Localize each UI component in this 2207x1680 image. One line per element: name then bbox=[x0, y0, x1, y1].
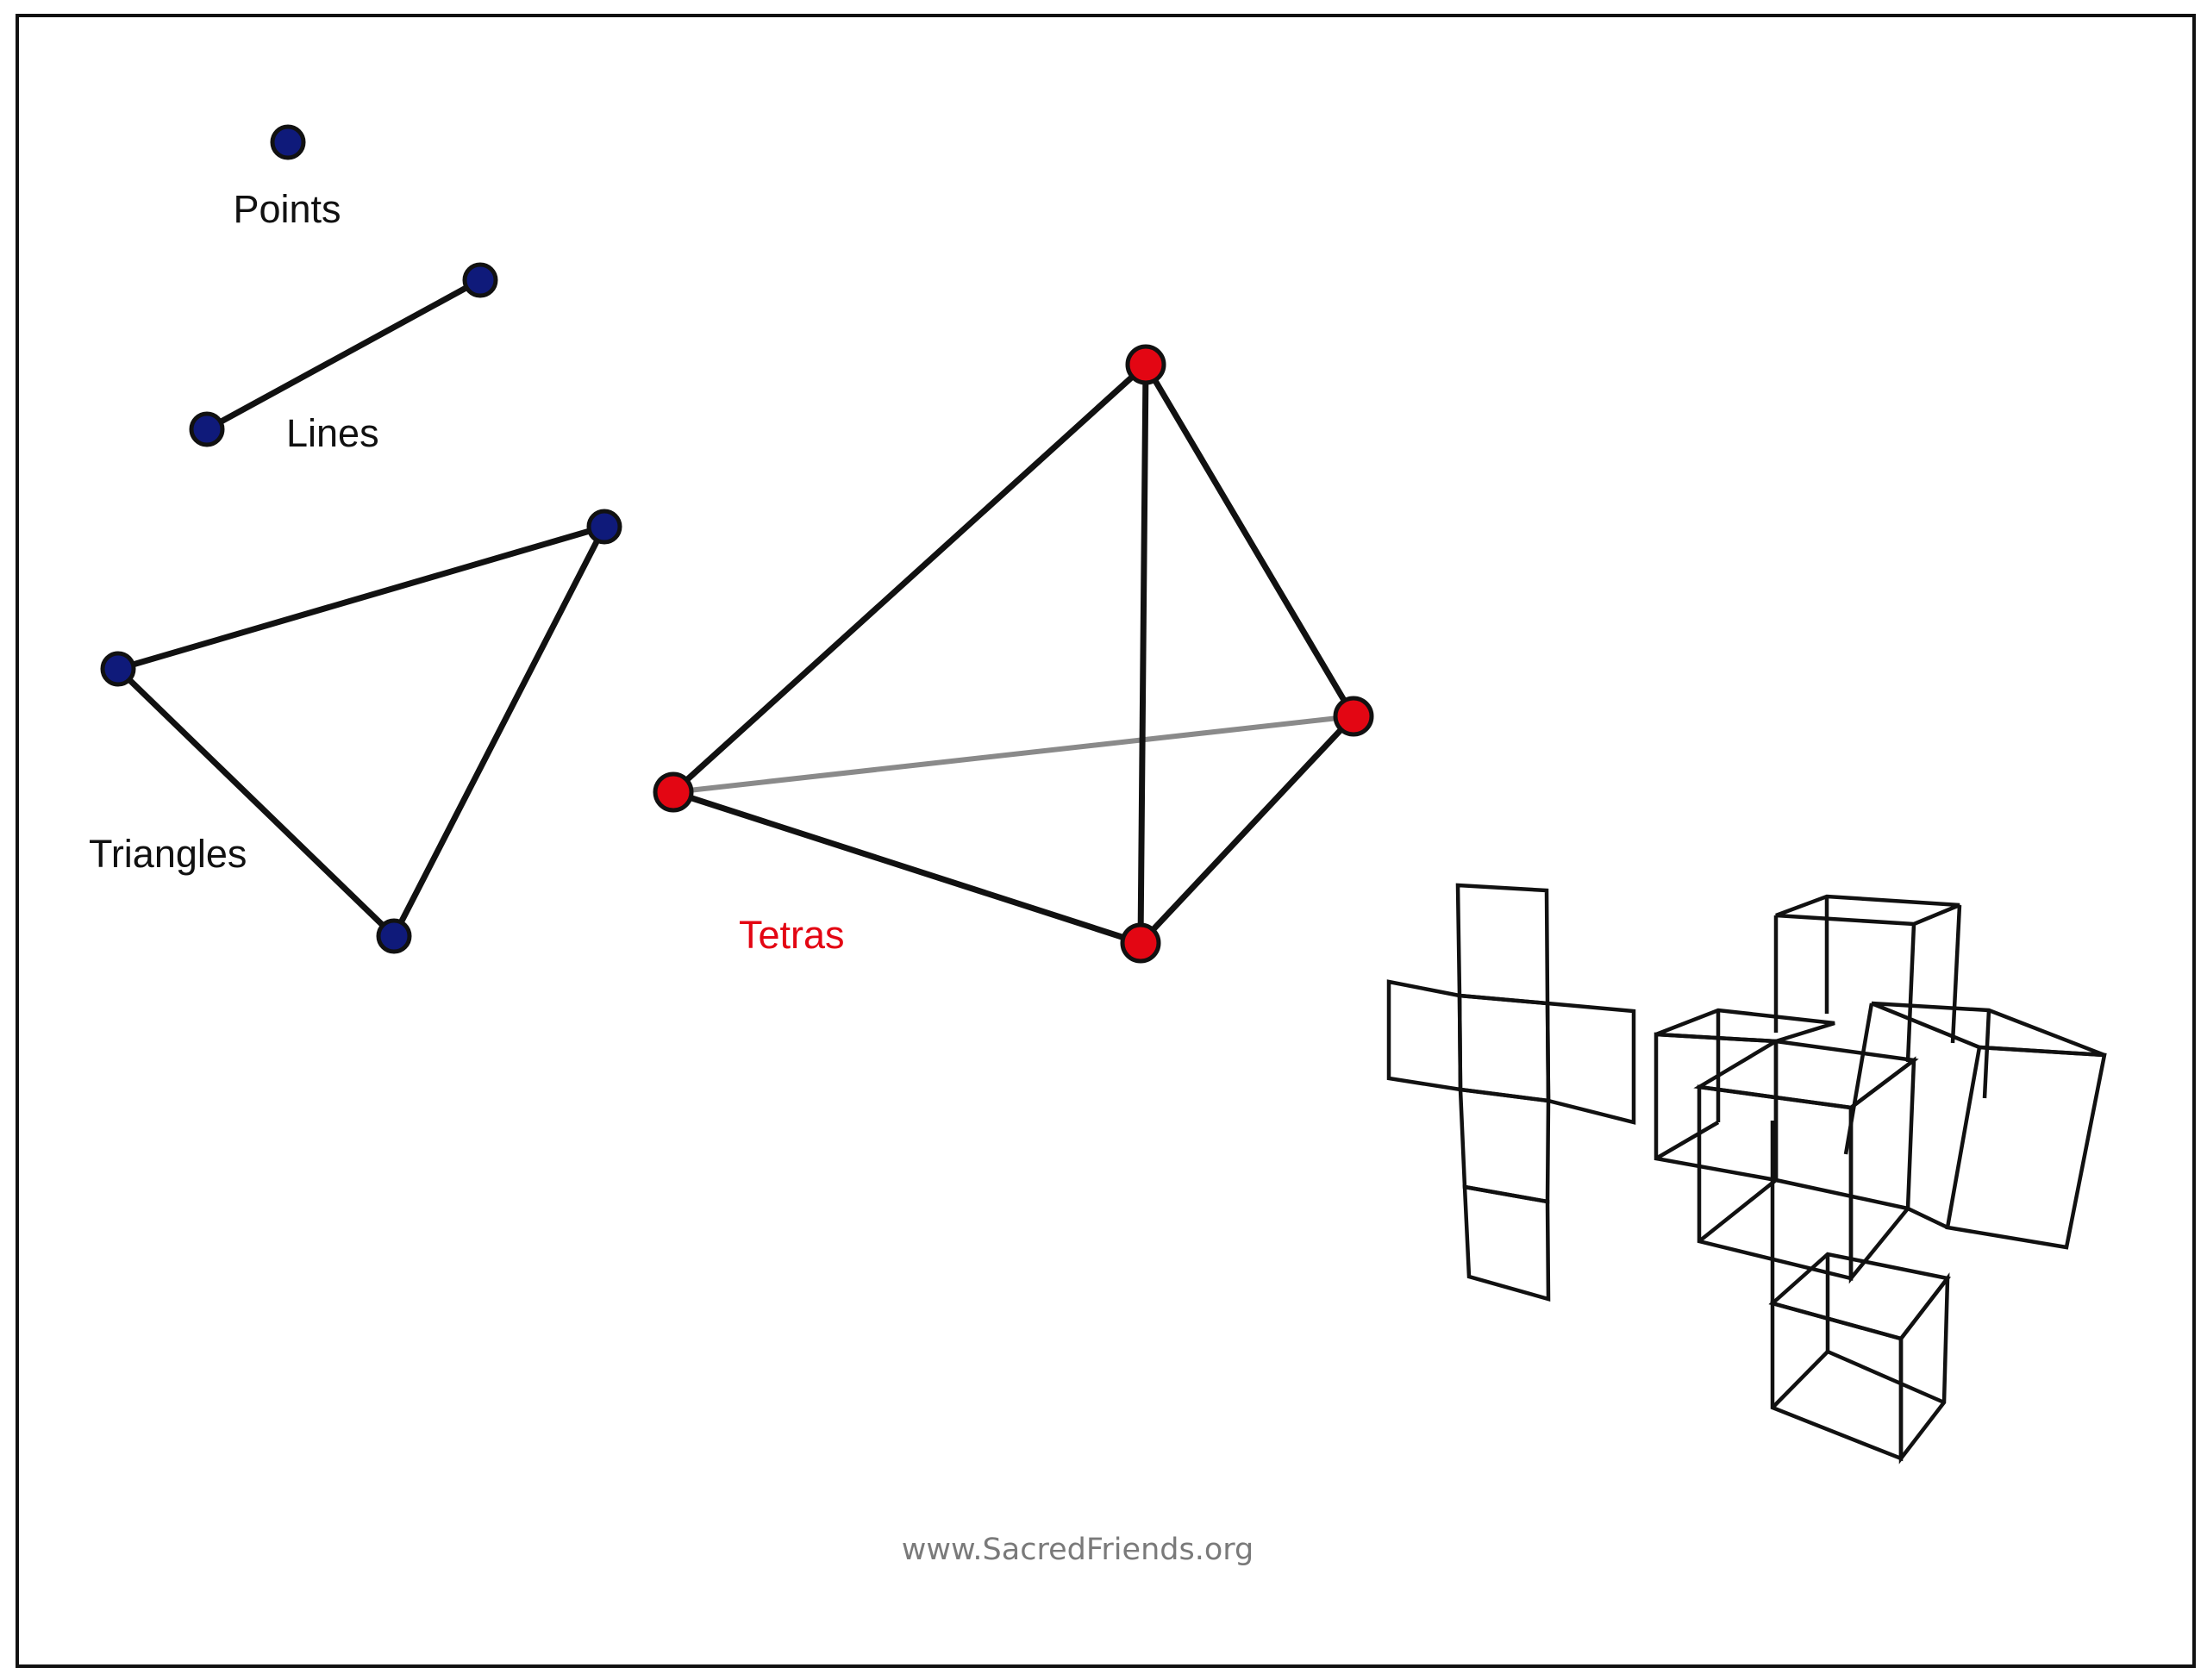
cube-edge bbox=[1950, 904, 1962, 1044]
tetra-edge bbox=[670, 361, 1149, 796]
slide-frame bbox=[16, 14, 2196, 1668]
triangle-edge bbox=[391, 523, 608, 940]
footer-url: www.SacredFriends.org bbox=[902, 1533, 1254, 1567]
tetra-edge bbox=[1137, 361, 1149, 946]
tetra-hidden-edge bbox=[671, 714, 1356, 795]
net-face bbox=[1462, 1184, 1551, 1302]
cube-edge bbox=[1771, 1350, 1829, 1409]
cube-edge bbox=[1775, 1177, 1909, 1211]
line-figure bbox=[189, 262, 498, 447]
cube-edge bbox=[1982, 1009, 1991, 1099]
cube-edge bbox=[1697, 1178, 1778, 1243]
triangle-vertex bbox=[586, 509, 622, 545]
line-edge bbox=[203, 277, 484, 433]
triangle-figure bbox=[100, 509, 622, 954]
line-vertex-right bbox=[462, 262, 498, 298]
cube-edge bbox=[1907, 1206, 1948, 1230]
cube-edge bbox=[1654, 1121, 1720, 1160]
triangles-label: Triangles bbox=[89, 832, 247, 876]
points-figure bbox=[270, 124, 306, 160]
cube-net-figure bbox=[1386, 883, 1636, 1302]
triangle-vertex bbox=[100, 651, 136, 687]
tetra-edge bbox=[1142, 361, 1357, 720]
triangle-vertex bbox=[376, 918, 412, 954]
tetras-label: Tetras bbox=[739, 913, 845, 957]
tetra-vertex bbox=[1120, 922, 1161, 964]
triangle-edge bbox=[115, 523, 608, 672]
tetra-edge bbox=[1137, 713, 1357, 946]
tetrahedron-figure bbox=[653, 344, 1374, 964]
net-face bbox=[1545, 1001, 1636, 1125]
cube-cross-figure bbox=[1654, 894, 2107, 1465]
tetra-vertex bbox=[1125, 344, 1166, 385]
cube-face bbox=[1945, 1045, 2107, 1250]
triangle-edge bbox=[115, 665, 397, 940]
tetra-vertex bbox=[1333, 696, 1374, 737]
points-label: Points bbox=[233, 187, 341, 231]
cube-edge bbox=[1905, 923, 1916, 1063]
point-vertex bbox=[270, 124, 306, 160]
lines-label: Lines bbox=[286, 411, 379, 455]
tetra-vertex bbox=[653, 771, 694, 813]
line-vertex-left bbox=[189, 411, 225, 447]
cube-edge bbox=[1827, 1349, 1945, 1405]
tetra-edge bbox=[670, 789, 1144, 946]
